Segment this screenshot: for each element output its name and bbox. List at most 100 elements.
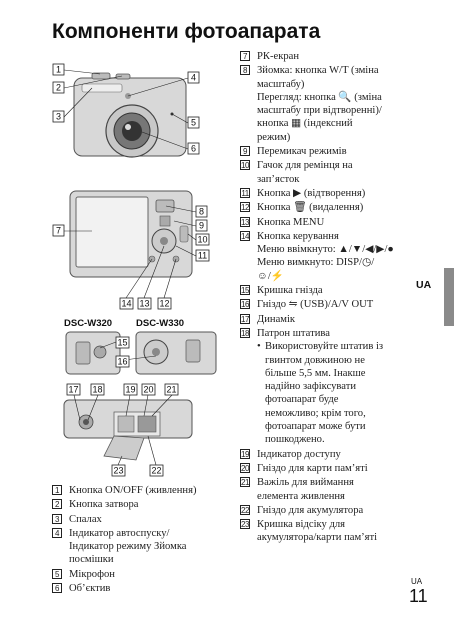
callout-1: 1 [52,63,65,76]
callout-20: 20 [141,383,156,396]
svg-text:22: 22 [151,466,161,476]
model-label-w320: DSC-W320 [64,318,112,329]
list-item: 19 Індикатор доступу [240,448,410,461]
list-item: 16 Гніздо ⇋ (USB)/A/V OUT [240,298,410,311]
svg-text:16: 16 [117,357,127,367]
svg-text:2: 2 [56,83,61,93]
callout-3: 3 [52,110,65,123]
callout-23: 23 [111,464,126,477]
item-number: 3 [52,513,62,524]
callout-4: 4 [187,71,200,84]
svg-text:18: 18 [92,385,102,395]
list-item: 21 Важіль для виймання елемента живлення [240,476,410,503]
svg-text:8: 8 [199,207,204,217]
item-text: Динамік [257,313,296,325]
item-number: 10 [240,160,250,171]
list-item: 13 Кнопка MENU [240,216,410,229]
item-number: 20 [240,462,250,473]
item-text: Кнопка ON/OFF (живлення) [69,485,197,496]
callout-15: 15 [115,336,130,349]
item-number: 22 [240,504,250,515]
item-text: Перемикач режимів [257,146,347,158]
svg-text:4: 4 [191,73,196,83]
svg-text:6: 6 [191,144,196,154]
callout-11: 11 [195,249,210,262]
item-text: Важіль для виймання елемента живлення [257,477,354,502]
item-number: 11 [240,187,250,198]
item-number: 17 [240,313,250,324]
item-text: Кнопка 🗑 (видалення) [257,202,364,214]
section-side-tab [444,268,454,326]
item-text: Гніздо ⇋ (USB)/A/V OUT [257,299,374,311]
callout-10: 10 [195,233,210,246]
item-text: Об’єктив [69,583,111,595]
camera-diagram: DSC-W320 DSC-W330 [52,63,217,477]
svg-text:11: 11 [198,251,207,261]
language-tab-label: UA [416,279,432,291]
item-number: 15 [240,285,250,296]
callout-17: 17 [66,383,81,396]
callout-7: 7 [52,224,65,237]
item-number: 6 [52,583,62,594]
item-text: Кришка гнізда [257,285,323,297]
item-text: Кнопка затвора [69,499,139,511]
callout-16: 16 [115,355,130,368]
camera-bottom-view [63,399,193,461]
camera-illustration: DSC-W320 DSC-W330 [52,56,230,480]
item-number: 23 [240,519,250,530]
item-text: Індикатор доступу [257,448,341,460]
callout-2: 2 [52,81,65,94]
svg-text:5: 5 [191,118,196,128]
item-text: Індикатор автоспуску/ Індикатор режиму З… [69,527,187,566]
item-number: 1 [52,485,62,495]
footer-language: UA [411,577,423,586]
callout-19: 19 [123,383,138,396]
svg-text:19: 19 [125,385,135,395]
svg-text:23: 23 [113,466,123,476]
list-item: 23 Кришка відсіку для акумулятора/карти п… [240,518,410,545]
item-text: Кнопка MENU [257,216,325,228]
item-text: Зйомка: кнопка W/T (зміна масштабу) Пере… [257,65,382,143]
item-number: 4 [52,527,62,538]
list-item: 7 РК-екран [240,50,410,63]
item-number: 12 [240,202,250,213]
svg-text:17: 17 [68,385,78,395]
callout-5: 5 [187,116,200,129]
item-number: 5 [52,568,62,579]
callout-6: 6 [187,142,200,155]
camera-front-view [73,72,187,158]
camera-back-view [69,190,193,278]
item-number: 13 [240,216,250,227]
item-text: Кнопка ▶ (відтворення) [257,187,366,199]
camera-side-views: DSC-W320 DSC-W330 [64,318,217,375]
svg-text:1: 1 [56,65,61,75]
svg-text:7: 7 [56,226,61,236]
list-item: 17 Динамік [240,313,410,326]
item-number: 16 [240,299,250,310]
item-text: РК-екран [257,51,300,62]
item-text: Кришка відсіку для акумулятора/карти пам… [257,519,378,544]
item-number: 19 [240,448,250,459]
item-text: Гніздо для карти пам’яті [257,462,368,474]
item-text: Патрон штатива [257,327,330,339]
page-title: Компоненти фотоапарата [52,20,321,43]
item-text: Кнопка керування Меню ввімкнуто: ▲/▼/◀/▶… [257,230,394,282]
item-number: 7 [240,51,250,61]
item-number: 21 [240,477,250,488]
list-item: 15 Кришка гнізда [240,284,410,297]
svg-text:15: 15 [117,338,127,348]
page-number: 11 [409,586,428,606]
callout-21: 21 [164,383,179,396]
list-item: 12 Кнопка 🗑 (видалення) [240,201,410,214]
